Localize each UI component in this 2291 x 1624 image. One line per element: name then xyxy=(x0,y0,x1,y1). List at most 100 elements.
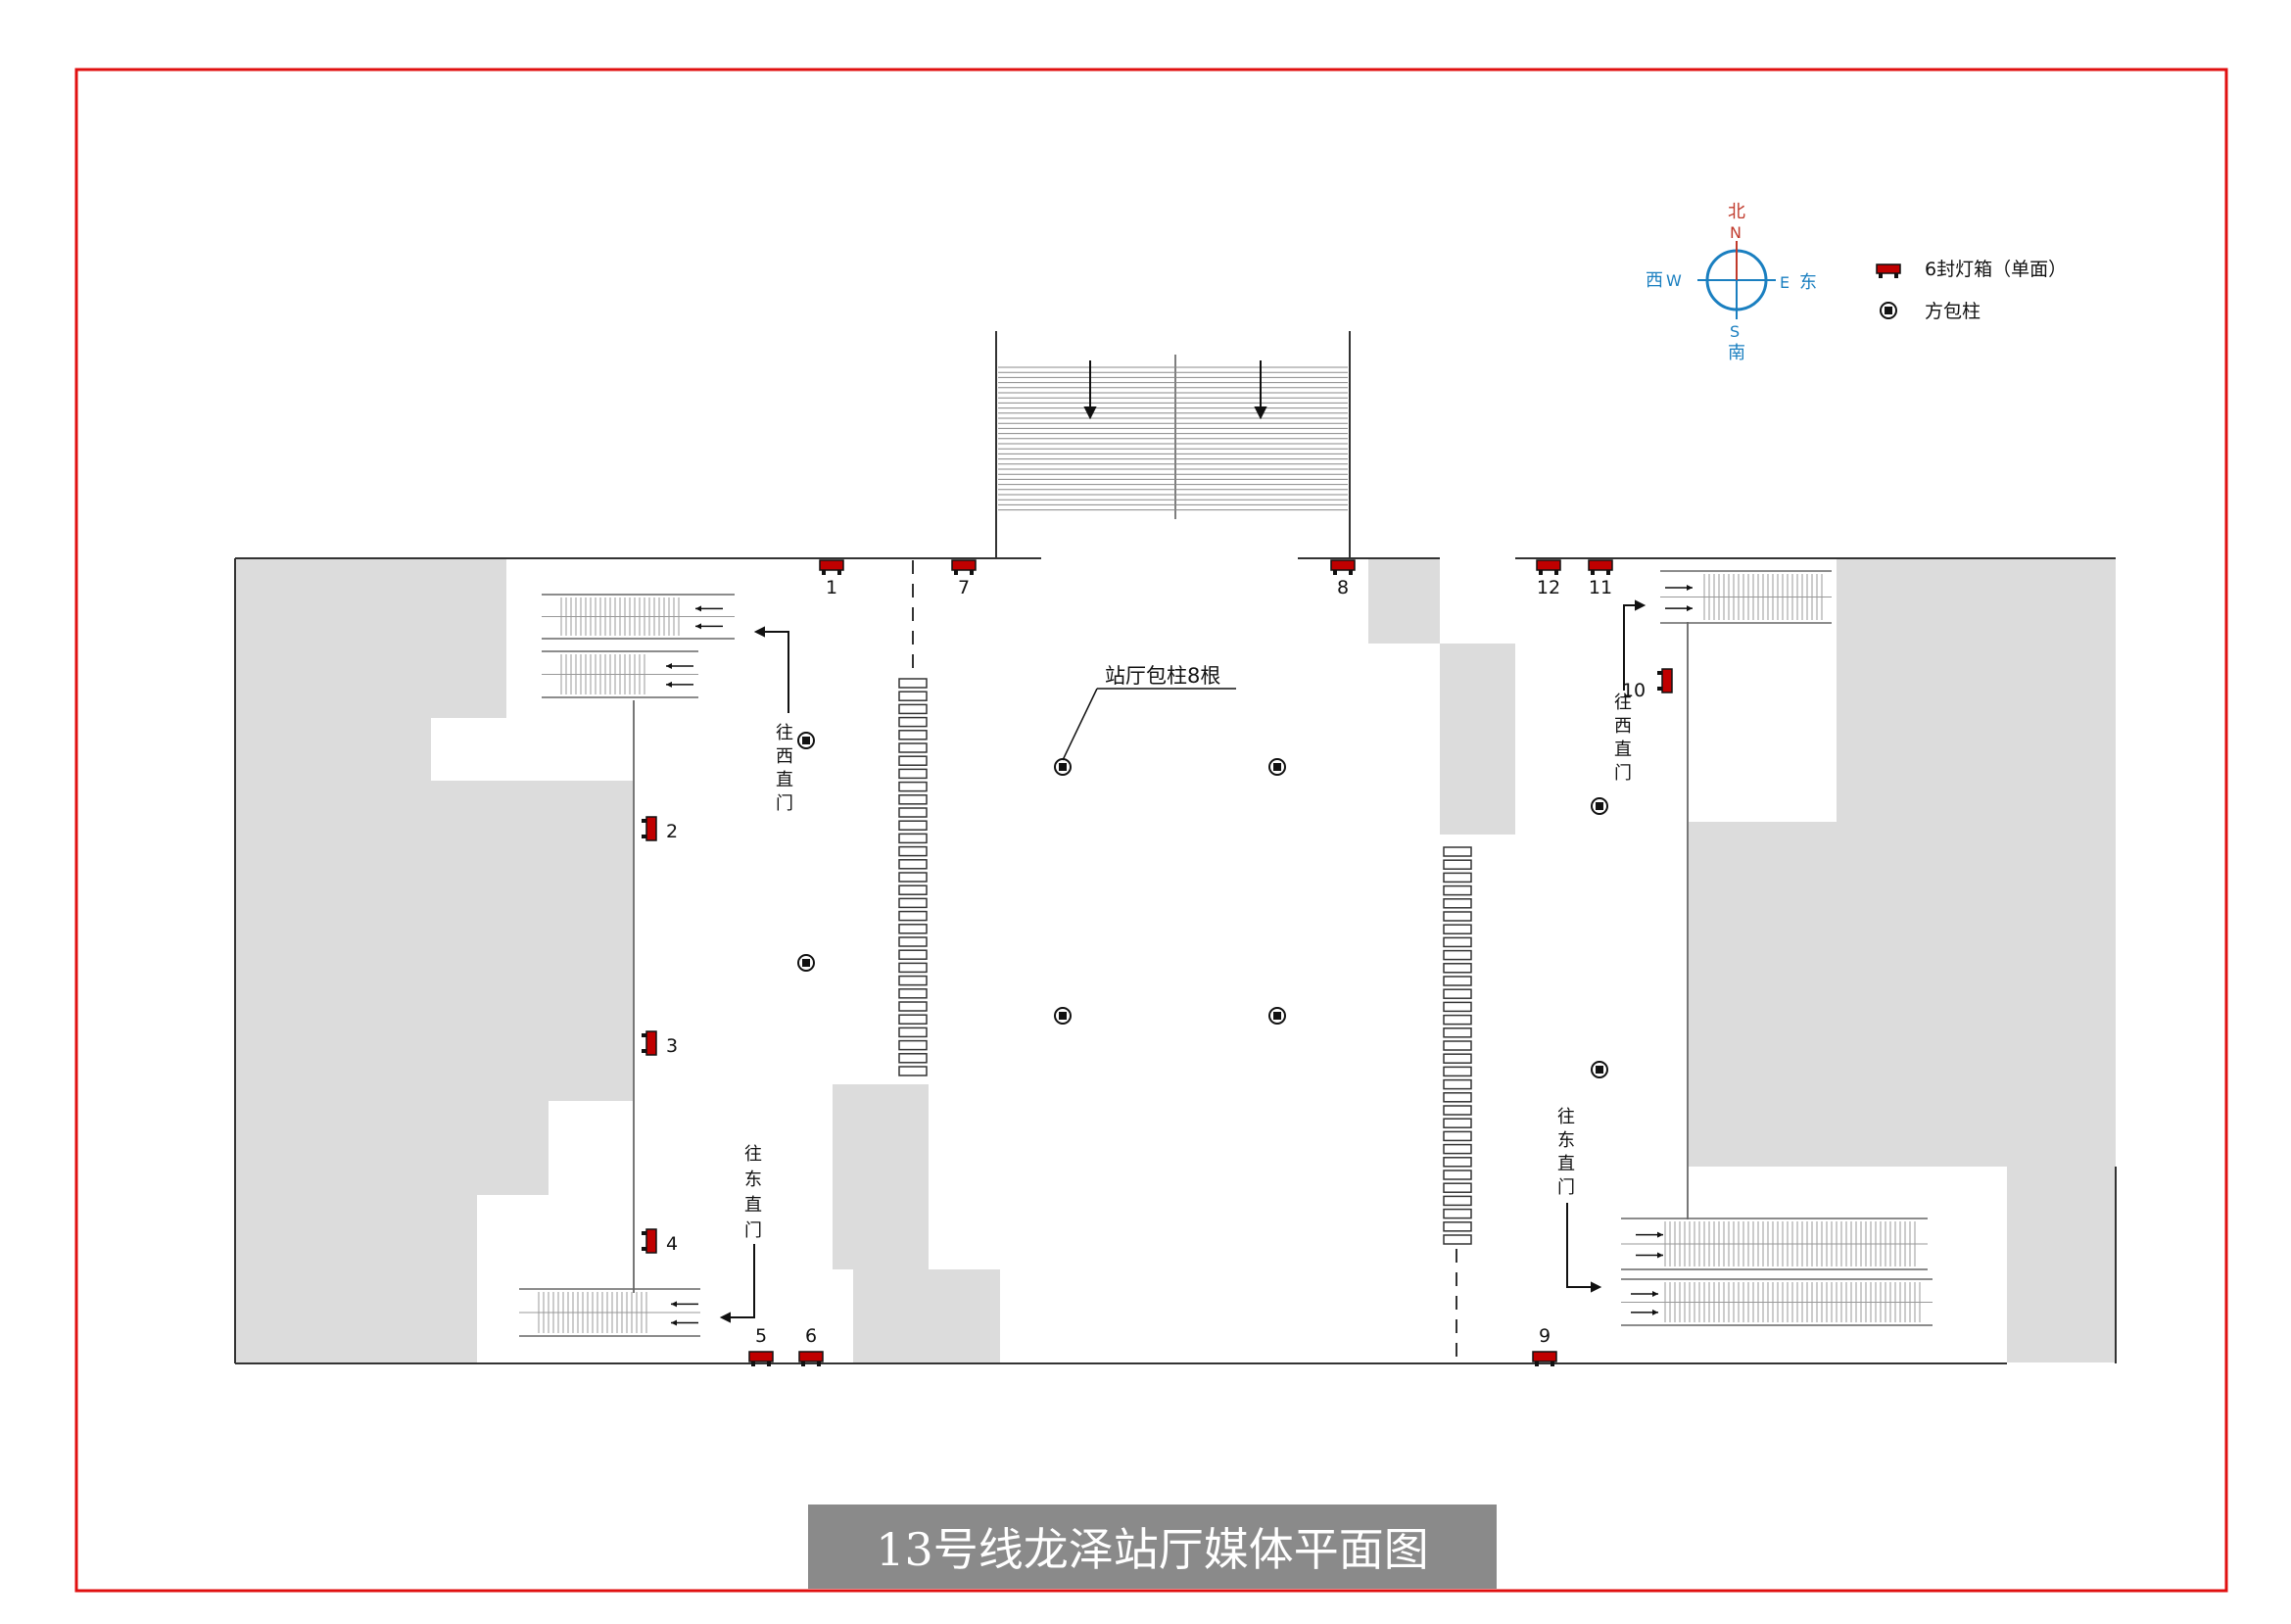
label-xizhimen-west-3: 直 xyxy=(776,770,793,790)
north-stairway xyxy=(995,331,1351,558)
legend-lightbox-symbol xyxy=(1876,263,1901,278)
gate xyxy=(898,781,928,792)
gate xyxy=(1443,1130,1472,1142)
gate xyxy=(898,1039,928,1051)
gate xyxy=(898,988,928,999)
gate xyxy=(898,949,928,960)
column xyxy=(1591,797,1608,815)
gate xyxy=(898,820,928,831)
gate xyxy=(898,730,928,740)
arrow-to-dongzhimen-east xyxy=(1566,1203,1597,1288)
lightbox: 10 xyxy=(1622,668,1673,701)
label-xizhimen-east-2: 西 xyxy=(1614,716,1632,737)
escalator-arrow-head xyxy=(666,681,672,688)
label-xizhimen-east: 往 xyxy=(1614,693,1632,713)
label-xizhimen-west-2: 西 xyxy=(776,746,793,767)
gate xyxy=(1443,976,1472,986)
gate xyxy=(898,924,928,934)
lightbox: 12 xyxy=(1536,559,1561,598)
column xyxy=(1591,1061,1608,1078)
hall-outline xyxy=(234,557,2117,1364)
gate xyxy=(898,1066,928,1076)
arrow-head-dongzhimen-east xyxy=(1591,1281,1602,1293)
compass-east-cn: 东 xyxy=(1799,272,1817,293)
gray-area-west xyxy=(235,559,634,1362)
arrow-head-dongzhimen-west xyxy=(719,1312,731,1323)
label-xizhimen-west-4: 门 xyxy=(776,793,793,814)
stair-steps xyxy=(998,366,1348,511)
gate xyxy=(1443,1053,1472,1064)
gate xyxy=(898,833,928,844)
escalator xyxy=(542,594,735,640)
gate xyxy=(1443,911,1472,922)
gate xyxy=(898,678,928,689)
escalator xyxy=(1621,1218,1928,1270)
gate xyxy=(898,768,928,780)
label-dongzhimen-west: 往 xyxy=(744,1144,762,1165)
column-note: 站厅包柱8根 xyxy=(1105,664,1220,688)
column xyxy=(797,954,815,972)
gate xyxy=(1443,1182,1472,1193)
lightbox-number: 11 xyxy=(1589,577,1612,598)
arrow-head-xizhimen-east xyxy=(1635,599,1647,611)
gate-arrays xyxy=(898,678,1472,1245)
lightbox: 3 xyxy=(642,1030,678,1057)
gate xyxy=(1443,1001,1472,1013)
gate xyxy=(1443,1040,1472,1051)
gate xyxy=(898,936,928,947)
label-dongzhimen-east-3: 直 xyxy=(1557,1154,1575,1174)
gate xyxy=(898,897,928,909)
escalator-arrow-head xyxy=(671,1301,677,1308)
escalator-arrow-head xyxy=(695,605,701,612)
gate xyxy=(1443,898,1472,909)
gate xyxy=(1443,936,1472,948)
gate xyxy=(898,1053,928,1064)
lightbox-number: 6 xyxy=(805,1325,817,1347)
gate xyxy=(898,755,928,766)
escalators xyxy=(519,570,1933,1337)
label-xizhimen-east-4: 门 xyxy=(1614,763,1632,784)
compass-north-cn: 北 xyxy=(1728,202,1745,222)
column xyxy=(1268,1007,1286,1025)
gate xyxy=(898,1027,928,1038)
escalator xyxy=(1660,570,1832,624)
gate xyxy=(1443,1078,1472,1090)
gate xyxy=(898,742,928,753)
arrow-to-xizhimen-west xyxy=(759,631,789,713)
direction-arrows xyxy=(719,599,1647,1323)
lightbox: 7 xyxy=(951,559,977,598)
gate xyxy=(1443,859,1472,870)
lightbox-number: 12 xyxy=(1537,577,1560,598)
gate xyxy=(1443,924,1472,934)
lightbox: 4 xyxy=(642,1228,678,1255)
lightbox: 2 xyxy=(642,816,678,842)
column xyxy=(1268,758,1286,776)
gate xyxy=(898,691,928,701)
page-title: 13号线龙泽站厅媒体平面图 xyxy=(808,1505,1497,1589)
compass-south-en: S xyxy=(1730,322,1740,341)
gate xyxy=(898,1001,928,1012)
escalator-arrow-head xyxy=(666,663,672,670)
column xyxy=(1054,1007,1072,1025)
label-dongzhimen-west-4: 门 xyxy=(744,1220,762,1241)
gate xyxy=(1443,1066,1472,1077)
arrow-head-left xyxy=(1083,406,1097,420)
gate xyxy=(1443,1105,1472,1116)
lightbox-number: 2 xyxy=(666,821,678,842)
gate xyxy=(898,794,928,805)
escalator-arrow-head xyxy=(1652,1309,1658,1315)
lightbox-number: 9 xyxy=(1539,1325,1551,1347)
arrow-head-right xyxy=(1254,406,1267,420)
legend-column-symbol xyxy=(1880,302,1897,319)
gate xyxy=(1443,963,1472,974)
legend-column-label: 方包柱 xyxy=(1925,301,1981,322)
label-dongzhimen-east-2: 东 xyxy=(1557,1130,1575,1151)
label-dongzhimen-west-3: 直 xyxy=(744,1195,762,1216)
compass-east-en: E xyxy=(1780,273,1790,292)
gate xyxy=(1443,1157,1472,1168)
gate xyxy=(1443,1092,1472,1103)
stair-arrows xyxy=(1083,360,1267,420)
escalator-arrow-head xyxy=(1687,605,1693,612)
